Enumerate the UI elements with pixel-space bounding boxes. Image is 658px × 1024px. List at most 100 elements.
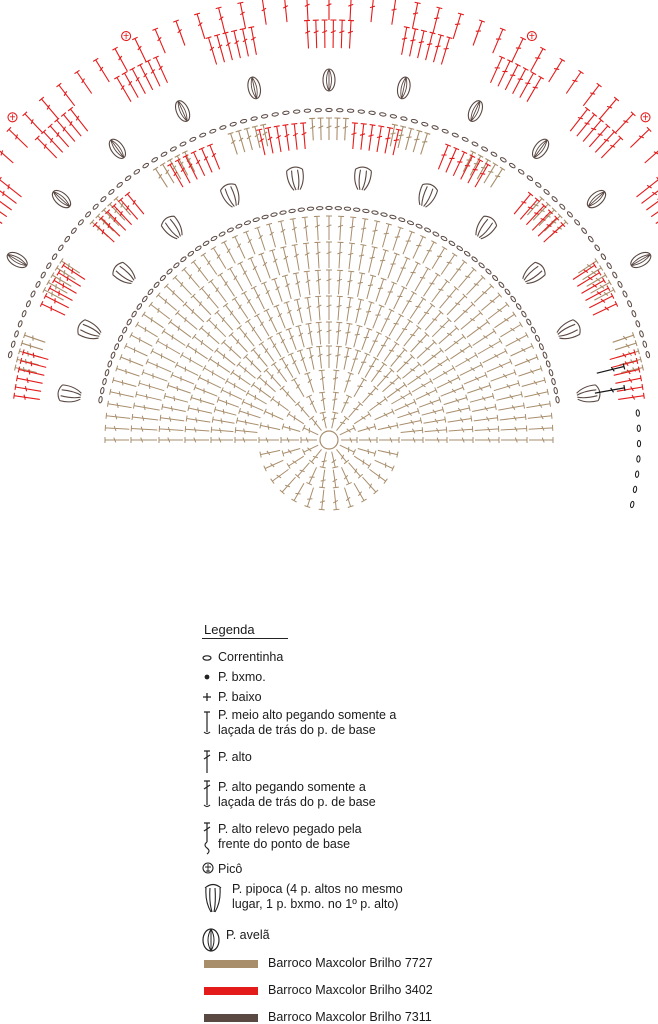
chain-stitch — [517, 169, 525, 175]
puff-lines — [110, 139, 125, 159]
stitch-mark — [425, 31, 436, 61]
popcorn-stitch — [576, 384, 601, 403]
stitch-mark — [384, 281, 397, 306]
stitch-mark — [353, 324, 363, 348]
stitch-mark — [374, 459, 395, 472]
stitch-mark — [360, 218, 369, 243]
stitch-mark — [202, 365, 226, 381]
stitch-mark — [0, 190, 17, 204]
stitch-mark — [409, 296, 427, 319]
stitch-mark — [309, 117, 316, 141]
stitch-mark — [472, 19, 485, 46]
stitch-mark — [6, 126, 28, 148]
popcorn-stitch — [475, 215, 498, 240]
chain-stitch — [306, 206, 315, 211]
stitch-mark — [243, 127, 253, 151]
stitch-mark — [483, 162, 499, 184]
chain-stitch — [471, 256, 478, 263]
stitch-mark — [214, 347, 236, 366]
stitch-mark — [197, 374, 222, 389]
popcorn-shape — [57, 384, 82, 403]
stitch-mark — [423, 272, 441, 297]
stitch-mark — [230, 29, 241, 59]
stitch-mark — [167, 162, 184, 188]
stitch-mark — [455, 352, 479, 368]
stitch-mark — [414, 266, 431, 292]
popcorn-stitch — [112, 261, 136, 284]
chain-stitch — [555, 396, 560, 404]
stitch-mark — [236, 361, 256, 379]
chain-stitch — [581, 227, 587, 234]
chain-stitch — [508, 162, 516, 169]
stitch-mark — [152, 166, 168, 188]
chain-stitch — [538, 343, 544, 351]
chain-stitch — [515, 303, 522, 310]
stitch-mark — [187, 404, 213, 414]
stitch-mark — [206, 143, 221, 170]
chain-stitch — [424, 227, 432, 233]
stitch-mark — [396, 256, 411, 283]
stitch-mark — [47, 123, 70, 148]
stitch-mark — [112, 46, 128, 72]
chain-stitch — [7, 350, 13, 359]
stitch-mark — [43, 293, 69, 309]
stitch-mark — [303, 270, 311, 296]
stitch-mark — [543, 221, 566, 243]
stitch-mark — [436, 374, 461, 389]
chain-stitch — [617, 280, 623, 288]
chain-stitch — [297, 207, 305, 212]
stitch-mark — [20, 340, 44, 351]
stitch-mark — [514, 354, 539, 367]
stitch-mark — [448, 426, 474, 433]
stitch-mark — [155, 292, 177, 311]
stitch-mark — [474, 425, 500, 433]
chain-stitch — [260, 114, 269, 119]
puff-stitch — [396, 76, 411, 100]
stitch-mark — [339, 424, 356, 436]
stitch-mark — [411, 378, 434, 393]
stitch-mark — [159, 162, 175, 184]
stitch-mark — [410, 332, 430, 353]
stitch-mark — [482, 348, 508, 364]
stitch-mark — [519, 197, 540, 220]
stitch-mark — [46, 279, 68, 294]
stitch-mark — [581, 277, 606, 294]
stitch-mark — [432, 365, 456, 381]
stitch-mark — [305, 322, 313, 346]
chain-stitch — [110, 351, 116, 359]
stitch-mark — [121, 71, 139, 98]
yarn-swatch-beige — [204, 960, 258, 968]
stitch-mark — [23, 332, 46, 343]
chain-stitch — [10, 340, 16, 348]
chain-stitch — [169, 146, 177, 152]
stitch-mark — [263, 367, 282, 387]
stitch-mark — [166, 382, 191, 394]
stitch-mark — [415, 387, 438, 400]
puff-lines — [250, 76, 258, 99]
stitch-mark — [306, 467, 317, 486]
stitch-mark — [332, 391, 339, 411]
stitch-mark — [393, 285, 408, 310]
legend-label: P. alto relevo pegado pela frente do pon… — [218, 822, 362, 851]
stitch-mark — [486, 358, 513, 373]
chain-stitch — [35, 280, 41, 288]
stitch-mark — [314, 241, 321, 269]
popcorn-shape — [556, 319, 581, 340]
chain-stitch — [239, 118, 248, 124]
popcorn-stitch — [286, 166, 304, 191]
popcorn-shape — [475, 215, 498, 240]
stitch-mark — [263, 408, 284, 421]
stitch-mark — [460, 310, 483, 330]
stitch-mark — [614, 111, 636, 134]
stitch-mark — [473, 414, 499, 422]
stitch-mark — [594, 286, 616, 301]
picot-cross — [10, 114, 15, 121]
stitch-mark — [513, 191, 534, 215]
stitch-mark — [565, 69, 584, 94]
stitch-mark — [330, 19, 337, 49]
stitch-mark — [92, 221, 115, 243]
chain-stitch — [40, 271, 46, 279]
puff-outline — [630, 251, 652, 269]
yarn-label: Barroco Maxcolor Brilho 7727 — [268, 956, 433, 970]
chain-stitch — [635, 320, 641, 328]
